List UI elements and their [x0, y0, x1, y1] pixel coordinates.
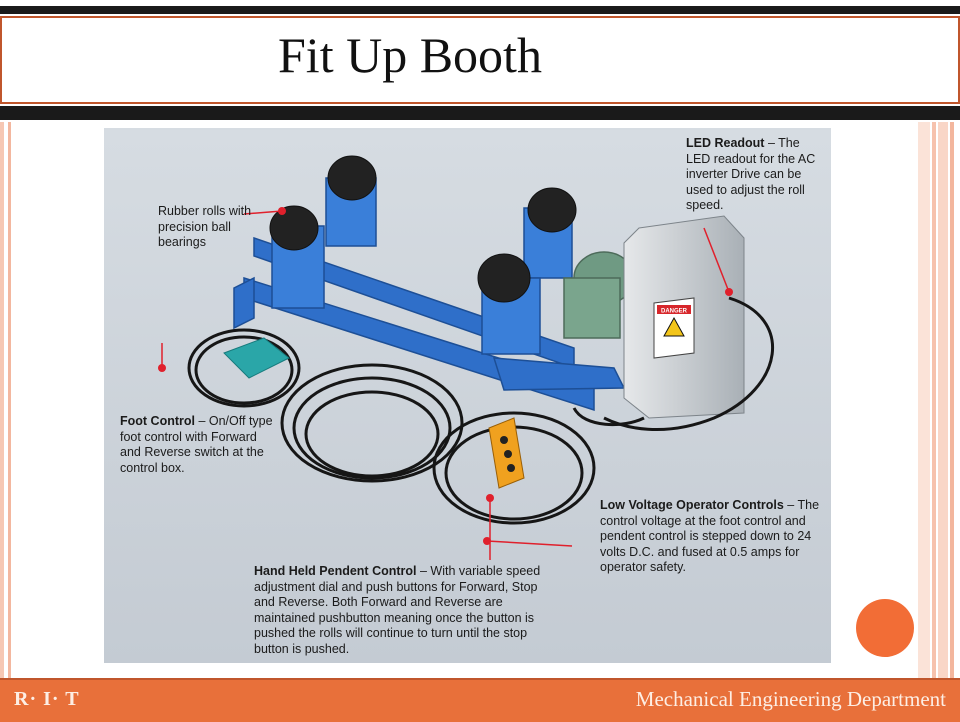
- title-right-border: [958, 18, 960, 102]
- caption-led-body: – The LED readout for the AC inverter Dr…: [686, 136, 816, 212]
- callout-markers: [158, 207, 733, 545]
- slide-title: Fit Up Booth: [278, 27, 542, 83]
- footer-department-label: Mechanical Engineering Department: [635, 687, 946, 711]
- pendant-control: [488, 417, 525, 489]
- caption-foot-body: – On/Off type foot control with Forward …: [120, 414, 273, 475]
- right-stripe-3: [938, 120, 948, 680]
- callout-lines: [161, 210, 730, 560]
- right-stripe-1: [918, 120, 930, 680]
- equipment-photo: DANGER: [104, 128, 831, 663]
- caption-rubber-rolls: Rubber rolls with precision ball bearing…: [158, 204, 252, 249]
- caption-foot-heading: Foot Control: [120, 414, 195, 428]
- caption-pendant-body: – With variable speed adjustment dial an…: [254, 564, 541, 656]
- turning-rolls-illustration: DANGER: [104, 128, 831, 663]
- title-top-rule: [0, 6, 960, 14]
- title-top-accent-rule: [0, 16, 960, 18]
- title-left-border: [0, 18, 2, 102]
- footer-rit-label: R· I· T: [14, 688, 80, 710]
- caption-low-voltage-controls: Low Voltage Operator Controls – The cont…: [600, 498, 822, 576]
- decorative-circle: [856, 599, 914, 657]
- footer-bar: [0, 678, 960, 722]
- cables: [187, 296, 775, 525]
- control-box: DANGER: [623, 215, 745, 419]
- caption-pendent-control: Hand Held Pendent Control – With variabl…: [254, 564, 554, 657]
- title-bottom-rule: [0, 106, 960, 120]
- left-stripe-2: [8, 120, 11, 680]
- foot-pedal: [223, 337, 290, 379]
- caption-lowv-heading: Low Voltage Operator Controls: [600, 498, 784, 512]
- caption-foot-control: Foot Control – On/Off type foot control …: [120, 414, 278, 476]
- right-stripe-2: [932, 120, 936, 680]
- right-stripe-4: [950, 120, 954, 680]
- danger-label: DANGER: [661, 309, 688, 315]
- caption-led-readout: LED Readout – The LED readout for the AC…: [686, 136, 816, 214]
- caption-led-heading: LED Readout: [686, 136, 765, 150]
- caption-lowv-body: – The control voltage at the foot contro…: [600, 498, 820, 574]
- motor: [563, 251, 635, 339]
- caption-pendant-heading: Hand Held Pendent Control: [254, 564, 417, 578]
- title-bottom-accent-rule: [0, 102, 960, 104]
- left-stripe-1: [0, 120, 4, 680]
- rubber-wheels: [269, 155, 577, 303]
- title-bar: Fit Up Booth: [0, 0, 960, 122]
